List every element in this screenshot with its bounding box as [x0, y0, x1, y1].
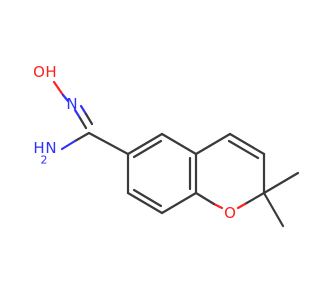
bond-pyran-2: [228, 132, 266, 156]
bond-ring-4: [160, 191, 198, 215]
bond-ring-5: [126, 191, 164, 215]
bonds: [52, 80, 300, 228]
bond-c-n-double-a-c: [78, 116, 88, 130]
bond-ring-5-inner: [132, 188, 163, 208]
bond-pyran-4-o: [236, 202, 247, 210]
ring-o-label: O: [224, 204, 236, 222]
imine-n-label: N: [66, 95, 77, 113]
bond-ring-2: [160, 132, 198, 156]
bond-c-n-double-b-n: [79, 104, 88, 116]
bond-pyran-4-c: [243, 191, 266, 206]
bond-methyl-1: [262, 171, 300, 195]
structure-canvas: O H N H N 2 O: [33, 63, 300, 228]
hydroxyl-h-label: H: [45, 63, 56, 81]
bond-methyl-2: [262, 191, 285, 228]
bond-amidine-ring: [87, 131, 130, 156]
bond-pyran-5-c: [194, 191, 216, 206]
bond-c-n-double-a-n: [73, 108, 82, 120]
bond-o-n-upper: [52, 80, 65, 97]
bond-pyran-5-o: [212, 202, 224, 210]
molecule-drawing: O H N H N 2 O: [33, 63, 300, 228]
amine-h-label: H: [33, 139, 44, 157]
bond-c-nh2-n: [60, 139, 77, 151]
amine-n-label: N: [45, 139, 56, 157]
amine-subscript-label: 2: [41, 154, 48, 167]
bond-pyran-1: [194, 132, 232, 156]
bond-c-n-double-b-c: [84, 112, 94, 126]
bond-o-n-lower: [61, 93, 70, 103]
hydroxyl-o-label: O: [33, 63, 45, 81]
atom-labels: O H N H N 2 O: [33, 63, 236, 222]
bond-pyran-2-inner: [227, 139, 260, 160]
bond-ring-1: [126, 132, 164, 156]
bond-c-nh2-c: [73, 131, 91, 143]
bond-ring-1-inner: [132, 139, 163, 159]
